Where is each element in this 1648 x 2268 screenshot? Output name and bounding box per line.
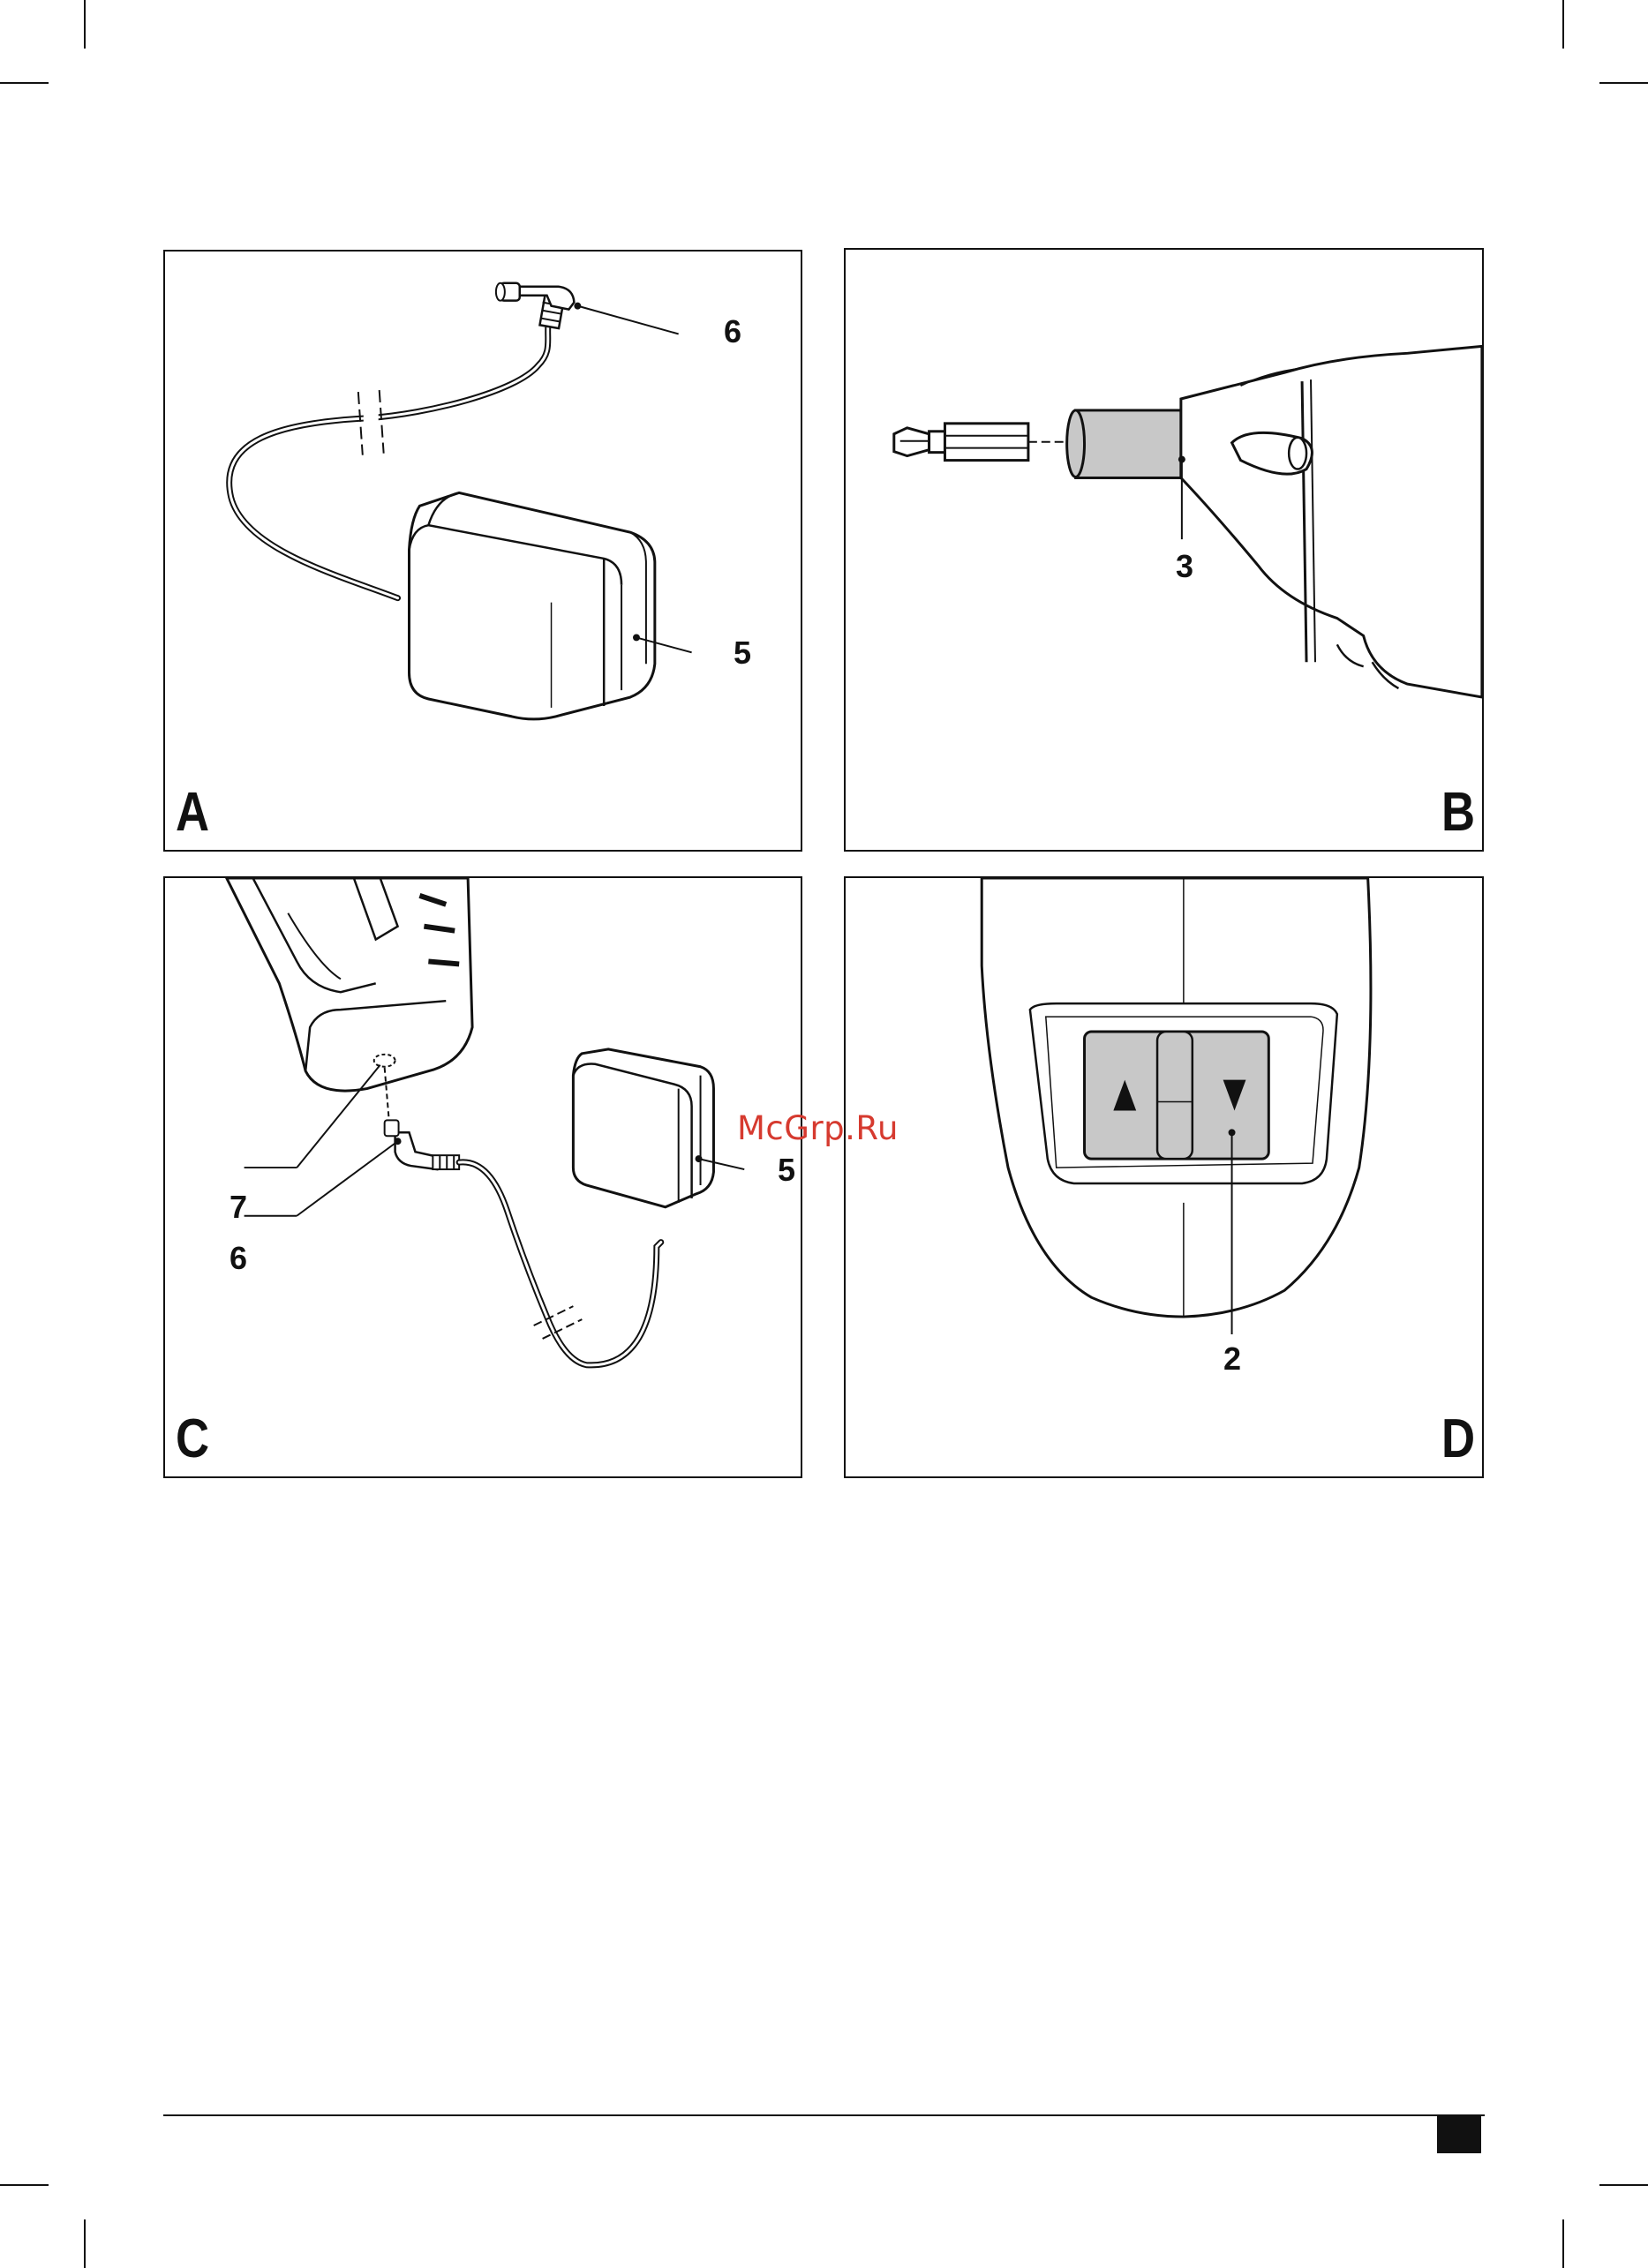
bit-insertion-illustration	[846, 250, 1482, 850]
crop-mark	[84, 2219, 86, 2268]
direction-switch-illustration	[846, 878, 1482, 1476]
crop-mark	[1562, 2219, 1564, 2268]
panel-letter: D	[1441, 1412, 1475, 1467]
callout-socket: 7	[230, 1191, 247, 1223]
power-adapter-box	[409, 492, 654, 718]
crop-mark	[1599, 2184, 1648, 2186]
charger-adapter-illustration	[165, 252, 801, 850]
watermark: McGrp.Ru	[737, 1109, 899, 1147]
screwdriver-handle	[227, 878, 472, 1091]
screwdriver-body	[1181, 346, 1482, 697]
figure-panel-c: 7 6 5 C	[163, 876, 802, 1478]
power-adapter-box	[573, 1049, 713, 1207]
callout-adapter: 5	[734, 637, 751, 669]
crop-mark	[1562, 0, 1564, 49]
figure-panel-a: 6 5 A	[163, 250, 802, 852]
crop-mark	[84, 0, 86, 49]
panel-letter: A	[176, 785, 209, 840]
charging-illustration	[165, 878, 801, 1476]
crop-mark	[1599, 82, 1648, 84]
callout-switch: 2	[1223, 1343, 1241, 1375]
crop-mark	[0, 2184, 49, 2186]
screwdriver-bit	[894, 424, 1028, 461]
callout-plug: 6	[724, 316, 741, 348]
callout-adapter: 5	[778, 1154, 795, 1186]
crop-mark	[0, 82, 49, 84]
panel-letter: B	[1441, 785, 1475, 840]
footer-rule	[163, 2114, 1485, 2116]
callout-chuck: 3	[1176, 551, 1193, 582]
figure-panel-b: 3 B	[844, 248, 1484, 852]
figure-panel-d: 2 D	[844, 876, 1484, 1478]
page-marker	[1437, 2116, 1481, 2153]
tool-chuck	[1067, 410, 1181, 478]
direction-switch	[1085, 1032, 1269, 1159]
dc-plug	[496, 283, 574, 310]
dc-plug	[385, 1120, 460, 1169]
panel-letter: C	[176, 1412, 209, 1467]
callout-plug: 6	[230, 1243, 247, 1274]
